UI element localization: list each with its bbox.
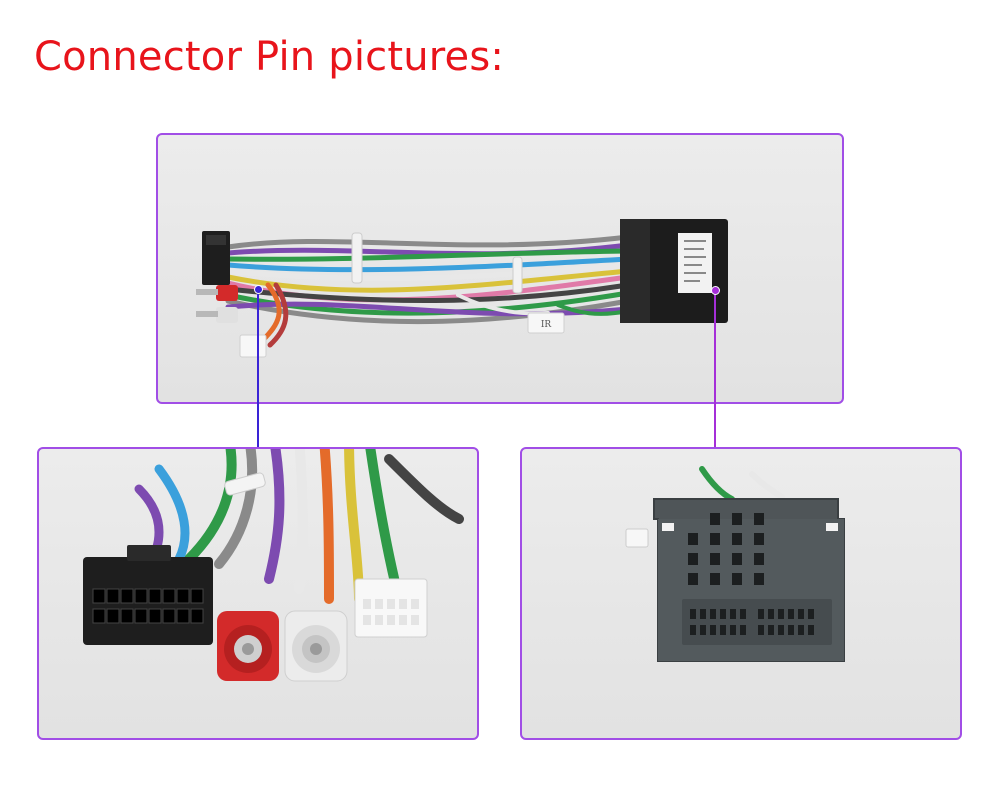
marker-dot-left [254,285,263,294]
iso-connector-photo-panel [37,447,479,740]
ir-sticker-label: IR [541,320,552,330]
harness-photo-panel: IR [156,133,844,404]
page-title: Connector Pin pictures: [34,34,505,80]
wiring-harness-photo: IR [196,219,728,358]
car-connector-photo-panel [520,447,962,740]
quadlock-car-connector-photo [625,466,845,662]
marker-dot-right [711,286,720,295]
16-pin-connector-rca-photo [83,449,464,682]
